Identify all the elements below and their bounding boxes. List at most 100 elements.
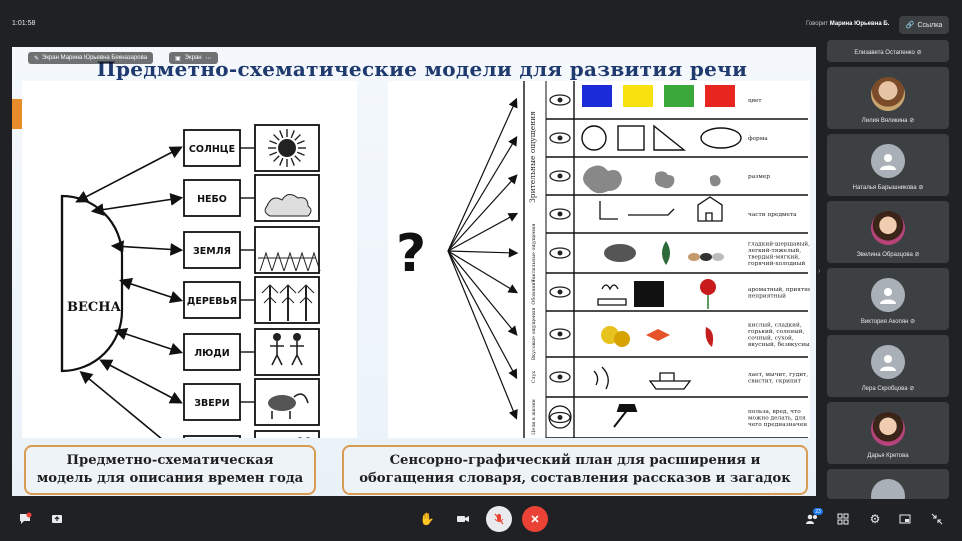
participant-name: Наталья Барышникова ⊘ [852,185,924,191]
participant-tile[interactable]: Елизавета Остапенко ⊘ [827,40,949,62]
participant-tile[interactable] [827,469,949,499]
shared-screen: Предметно-схематические модели для разви… [12,47,816,496]
participant-tile[interactable]: Лилия Вяликина ⊘ [827,67,949,129]
more-options-icon[interactable]: ⋯ [205,55,212,62]
sensory-arrow [447,212,519,252]
season-item-box [183,435,241,473]
ship-icon [648,372,692,390]
participant-name: Лера Скробцова ⊘ [861,386,915,392]
sensory-arrow [447,250,518,380]
sensory-descriptor: кислый, сладкий,горький, соленый,сочный,… [748,322,810,348]
color-swatch [623,85,653,107]
sensory-descriptor: части предмета [748,212,797,218]
season-item-label: ДЕРЕВЬЯ [187,296,237,307]
oval-shape [700,127,742,149]
people-icon [806,514,817,524]
presenter-tag: ✎ Экран Марина Юрьевна Бекназарова [28,52,154,64]
link-icon: 🔗 [905,22,915,29]
sensory-descriptor: форма [748,135,768,142]
participant-tile[interactable]: Наталья Барышникова ⊘ [827,134,949,196]
season-arrows [75,146,184,457]
sidebar-collapse-icon[interactable]: › [818,268,821,275]
sense-category-label: Обоняние [530,279,537,304]
layout-button[interactable] [832,508,854,530]
camera-button[interactable] [452,508,474,530]
share-screen-icon [52,515,62,523]
sense-icon [549,208,571,220]
settings-button[interactable]: ⚙ [864,508,886,530]
triangle-shape [653,124,686,151]
caption-sensory-plan: Сенсорно-графический план для расширения… [342,445,808,495]
object-parts-icon [599,201,675,220]
avatar [871,278,905,312]
screen-tag[interactable]: ▣ Экран ⋯ [169,52,218,64]
sensory-arrow [447,135,518,252]
pebble-icon [712,253,724,261]
participant-tile[interactable]: Лера Скробцова ⊘ [827,335,949,397]
participant-tile[interactable]: Эвелина Образцова ⊘ [827,201,949,263]
participants-count: 23 [813,508,823,515]
animal-icon [268,395,296,411]
raise-hand-button[interactable]: ✋ [416,508,438,530]
person-icon [273,333,281,341]
participant-name: Лилия Вяликина ⊘ [861,118,915,124]
participants-button[interactable]: 23 [801,508,823,530]
season-item-box [183,179,241,217]
presenter-label: Экран Марина Юрьевна Бекназарова [42,55,148,61]
speaker-name: Марина Юрьевна Б. [829,21,890,27]
slide-title: Предметно-схематические модели для разви… [96,57,748,81]
season-pictures [254,124,321,478]
season-item-label: ЗВЕРИ [194,398,229,409]
avatar [871,479,905,499]
mic-off-icon [494,513,504,525]
season-model-panel: ВЕСНА СОЛНЦЕНЕБОЗЕМЛЯДЕРЕВЬЯЛЮДИЗВЕРИПТИ… [22,81,357,478]
end-call-button[interactable] [522,506,548,532]
color-swatch [705,85,735,107]
top-bar: 1:01:58 Говорит Марина Юрьевна Б. 🔗 Ссыл… [0,0,962,44]
season-item-label: НЕБО [197,194,227,205]
plus-minus-icon [548,405,572,429]
pebble-icon [700,253,712,261]
sense-category-label: Цели в жизни [531,399,537,435]
season-arrow [79,370,183,457]
avatar [871,77,905,111]
share-button[interactable] [46,508,68,530]
sensory-arrow [447,250,519,294]
participant-name: Елизавета Остапенко ⊘ [854,50,922,56]
copy-link-label: Ссылка [917,21,943,29]
sense-icon [549,411,571,424]
mic-off-icon: ⊘ [909,386,915,392]
fullscreen-button[interactable] [926,508,948,530]
feather-icon [662,241,670,265]
blob-large [583,165,622,194]
speaker-prefix: Говорит [806,21,829,27]
screen-icon: ▣ [175,55,181,62]
stone-icon [604,244,636,262]
screen-label: Экран [184,55,202,61]
season-arrow [113,327,184,356]
user-icon [880,355,896,371]
microphone-button[interactable] [486,506,512,532]
season-arrow [90,193,184,216]
zoom-in-button[interactable]: + [745,487,749,493]
sensory-arrows [447,97,519,420]
participant-tile[interactable]: Дарья Кретова [827,402,949,464]
copy-link-button[interactable]: 🔗 Ссылка [899,16,949,34]
sensory-descriptor: гладкий-шершавый,легкий-тяжелый,твердый-… [748,241,810,267]
sense-icon [549,286,571,298]
chat-button[interactable] [14,508,36,530]
picture-in-picture-icon [899,514,911,524]
hammer-icon [613,404,638,428]
pip-button[interactable] [894,508,916,530]
speaker-indicator: Говорит Марина Юрьевна Б. [806,21,889,27]
season-arrow [99,359,183,404]
pin-icon: ✎ [34,55,40,62]
slide-accent-strip [12,99,22,129]
camera-icon [457,516,469,522]
zoom-out-button[interactable]: − [757,487,762,493]
participant-tile[interactable]: Виктория Акопян ⊘ [827,268,949,330]
